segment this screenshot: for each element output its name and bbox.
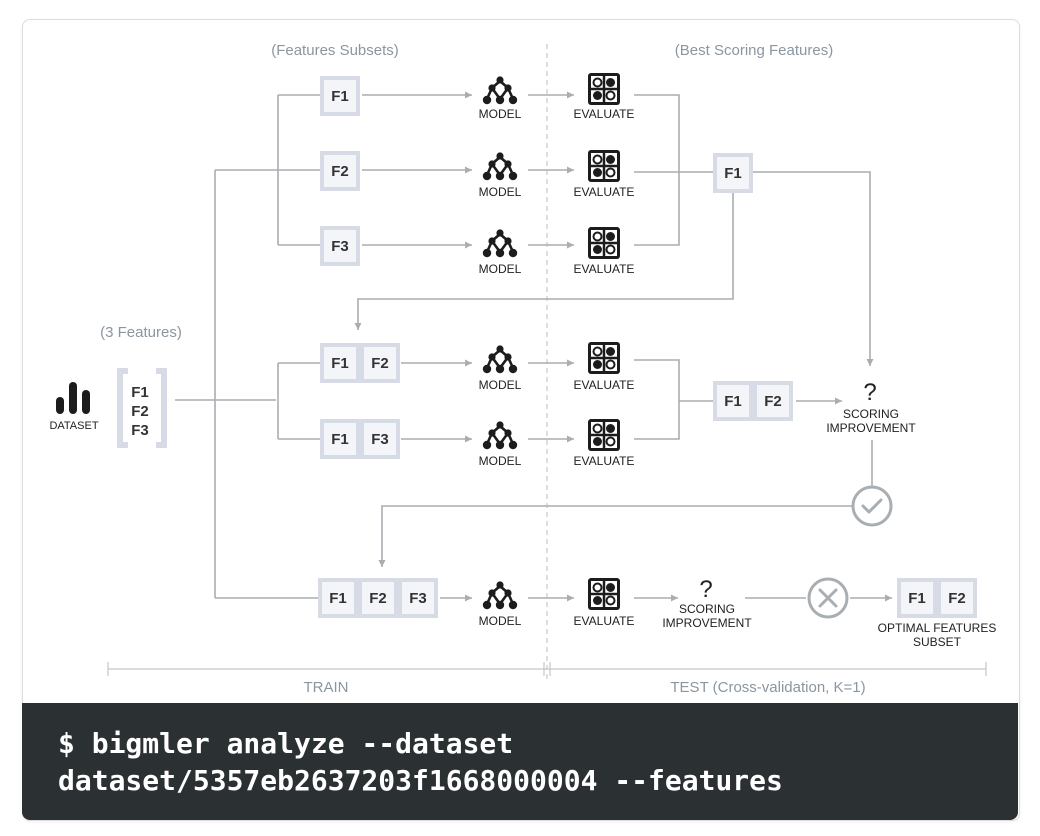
evaluate-label: EVALUATE (574, 185, 635, 199)
svg-text:F1: F1 (331, 88, 349, 105)
evaluate-icon-r1-1 (586, 71, 622, 107)
evaluate-label: EVALUATE (574, 378, 635, 392)
svg-text:F1: F1 (724, 393, 742, 410)
svg-text:F3: F3 (331, 238, 349, 255)
model-icon-r1-1 (481, 75, 519, 106)
check-circle-icon (851, 485, 893, 527)
svg-text:F1: F1 (724, 165, 742, 182)
command-line-2: dataset/5357eb2637203f1668000004 --featu… (58, 764, 783, 797)
best-feature-box-f2-r2: F2 (753, 381, 793, 421)
improvement-label: IMPROVEMENT (826, 421, 916, 435)
feature-box-r3-f3: F3 (398, 578, 438, 618)
connectors (175, 91, 892, 602)
feature-box-r3-f2: F2 (358, 578, 398, 618)
dataset-features-box: F1 F2 F3 (117, 368, 167, 448)
evaluate-icon-r2-1 (586, 340, 622, 376)
evaluate-icon-r3 (586, 576, 622, 612)
scoring-label: SCORING (843, 407, 899, 421)
evaluate-icon-r1-3 (586, 225, 622, 261)
three-features-header: (3 Features) (100, 324, 182, 341)
question-mark-icon: ? (863, 379, 876, 406)
model-label: MODEL (479, 185, 522, 199)
dataset-feature-f1: F1 (131, 384, 149, 401)
feature-box-r2b-f1: F1 (320, 419, 360, 459)
feature-box-r1-f1: F1 (320, 76, 360, 116)
subset-label: SUBSET (913, 635, 962, 649)
evaluate-icon-r1-2 (586, 148, 622, 184)
svg-text:F2: F2 (331, 163, 349, 180)
svg-text:F1: F1 (908, 590, 926, 607)
evaluate-label: EVALUATE (574, 107, 635, 121)
best-scoring-header: (Best Scoring Features) (675, 42, 833, 59)
feature-box-r2a-f2: F2 (360, 343, 400, 383)
feature-box-r1-f2: F2 (320, 151, 360, 191)
svg-text:F2: F2 (371, 355, 389, 372)
optimal-features-label: OPTIMAL FEATURES (878, 621, 997, 635)
scoring-label: SCORING (679, 602, 735, 616)
dataset-icon (56, 382, 90, 414)
dataset-label: DATASET (49, 420, 98, 432)
diagram-card (22, 19, 1020, 821)
improvement-label: IMPROVEMENT (662, 616, 752, 630)
optimal-feature-box-f1: F1 (897, 578, 937, 618)
svg-text:F3: F3 (371, 431, 389, 448)
features-subsets-header: (Features Subsets) (271, 42, 399, 59)
svg-text:F1: F1 (329, 590, 347, 607)
model-icon-r2-1 (481, 344, 519, 375)
command-line-1: $ bigmler analyze --dataset (58, 727, 514, 760)
x-circle-icon (807, 577, 849, 619)
terminal-panel: $ bigmler analyze --dataset dataset/5357… (22, 703, 1018, 820)
evaluate-label: EVALUATE (574, 614, 635, 628)
svg-text:F3: F3 (409, 590, 427, 607)
feature-box-r2b-f3: F3 (360, 419, 400, 459)
feature-box-r2a-f1: F1 (320, 343, 360, 383)
evaluate-label: EVALUATE (574, 262, 635, 276)
model-icon-r1-3 (481, 228, 519, 259)
evaluate-icon-r2-2 (586, 417, 622, 453)
model-label: MODEL (479, 454, 522, 468)
svg-text:F2: F2 (948, 590, 966, 607)
svg-text:F2: F2 (764, 393, 782, 410)
svg-text:F1: F1 (331, 355, 349, 372)
svg-text:F1: F1 (331, 431, 349, 448)
dataset-feature-f2: F2 (131, 403, 149, 420)
feature-box-r3-f1: F1 (318, 578, 358, 618)
model-icon-r1-2 (481, 151, 519, 182)
test-label: TEST (Cross-validation, K=1) (670, 679, 865, 696)
train-test-scale (107, 662, 987, 676)
best-feature-box-f1-r2: F1 (713, 381, 753, 421)
question-mark-icon: ? (699, 576, 712, 603)
model-icon-r3 (481, 580, 519, 611)
train-label: TRAIN (304, 679, 349, 696)
feature-box-r1-f3: F3 (320, 226, 360, 266)
model-label: MODEL (479, 378, 522, 392)
model-label: MODEL (479, 107, 522, 121)
dataset-feature-f3: F3 (131, 422, 149, 439)
model-label: MODEL (479, 262, 522, 276)
model-label: MODEL (479, 614, 522, 628)
optimal-feature-box-f2: F2 (937, 578, 977, 618)
best-feature-box-f1: F1 (713, 153, 753, 193)
evaluate-label: EVALUATE (574, 454, 635, 468)
svg-text:F2: F2 (369, 590, 387, 607)
model-icon-r2-2 (481, 420, 519, 451)
